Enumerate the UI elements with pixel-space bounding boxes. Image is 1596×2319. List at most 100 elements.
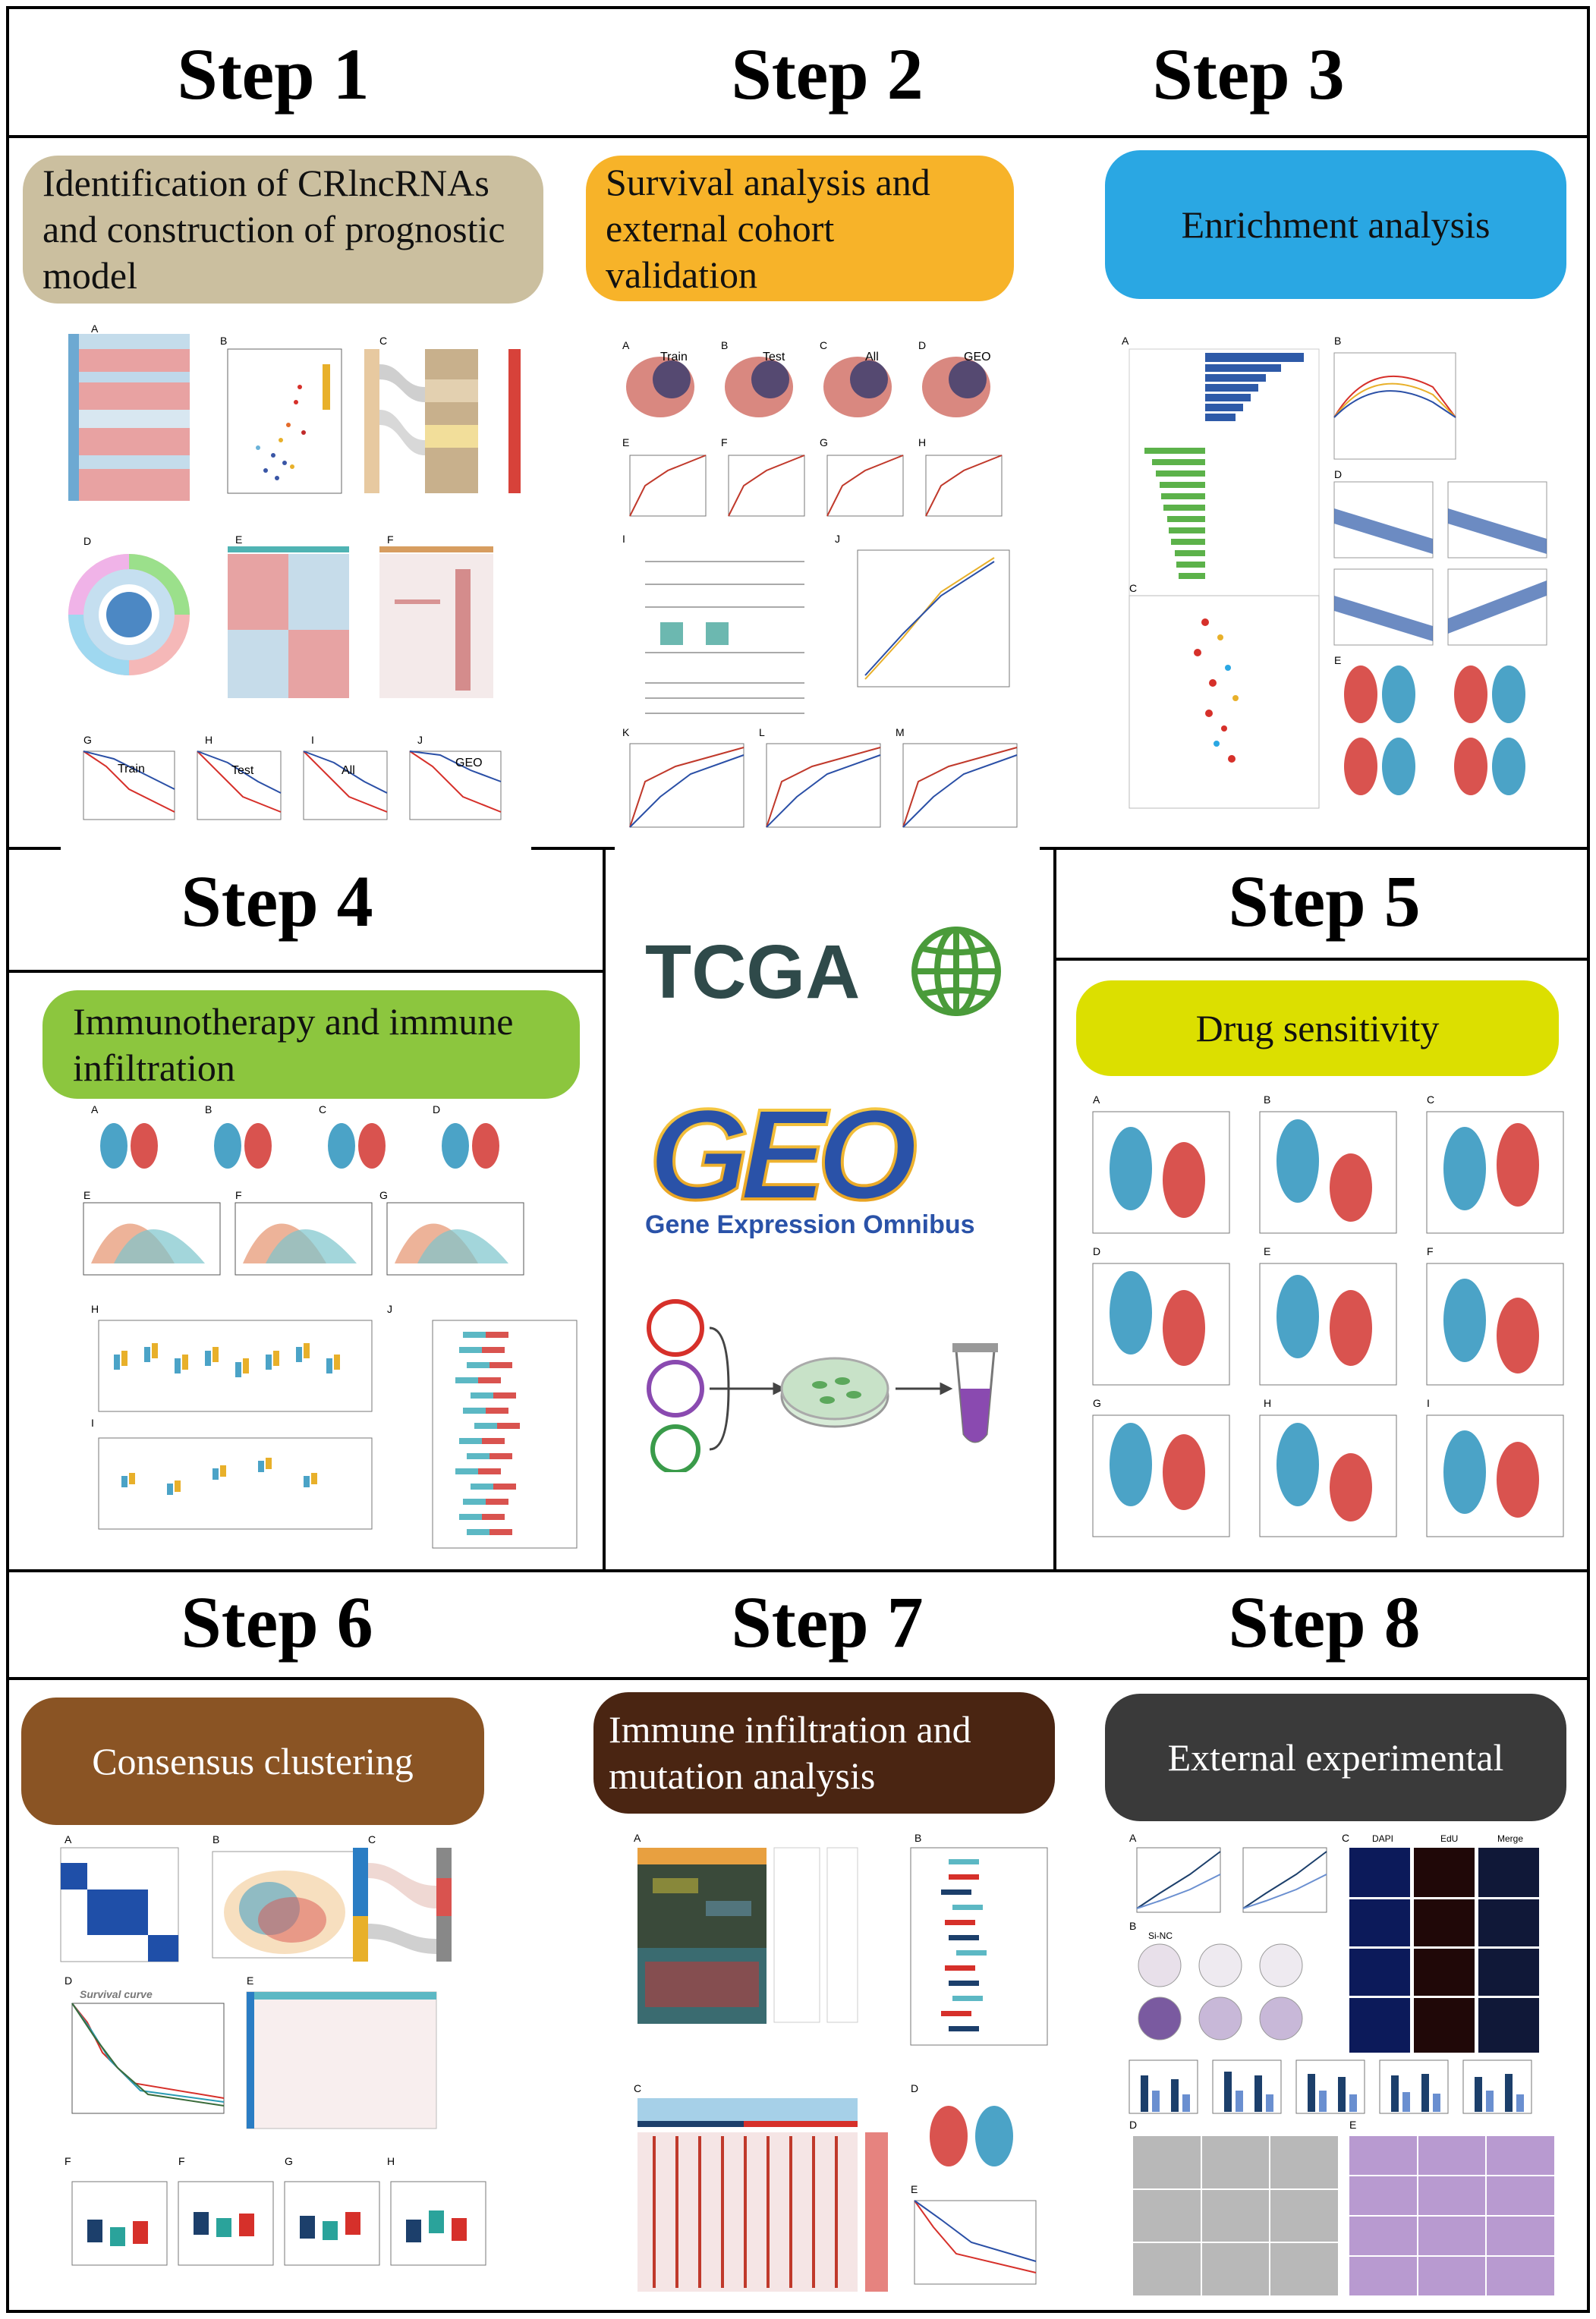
label-c: C [1427,1093,1434,1106]
correlation-plots: D [1333,468,1547,646]
pca-label-geo: GEO [964,351,991,363]
label-c: C [319,1104,326,1115]
label-e: E [1264,1245,1270,1257]
label-i: I [1427,1397,1430,1409]
label-b: B [914,1833,921,1844]
step-1-figure: A B C D E F G [61,319,531,850]
label-g: G [285,2155,293,2167]
step-2-heading: Step 2 [731,33,924,115]
volcano-points [256,385,306,480]
label-g: G [1093,1397,1101,1409]
edu-header-merge: Merge [1497,1833,1523,1844]
pca-scatter: B [212,1833,365,1959]
divider [1055,958,1590,961]
divider [603,847,606,1572]
label-e: E [83,1189,90,1201]
divider [6,135,1590,138]
step-7-title: Immune infiltration and mutation analysi… [593,1692,1055,1814]
label-j: J [835,533,840,545]
geo-logo-text: GEO [649,1083,916,1227]
plasmid-icon [647,1299,704,1474]
label-e: E [247,1974,253,1987]
label-d: D [1093,1245,1100,1257]
divider [1053,847,1056,1572]
geo-logo-subtitle: Gene Expression Omnibus [645,1210,975,1239]
step-3-heading: Step 3 [1152,33,1345,115]
boxplot-b: B [910,1833,1048,2046]
label-f: F [235,1189,242,1201]
label-h: H [91,1303,99,1315]
label-a: A [1122,335,1129,347]
step-6-figure: A B C D Survival curve E F F G [57,1833,543,2303]
colony-header-sinc: Si-NC [1148,1930,1173,1941]
survival-label-train: Train [118,763,145,776]
label-e: E [235,533,242,546]
pca-label-test: Test [763,351,785,363]
calibration-plot: J [835,533,1010,688]
arrow-icon [896,1382,953,1395]
step-6-heading: Step 6 [181,1581,373,1663]
label-i: I [622,533,625,545]
geo-logo: GEO Gene Expression Omnibus [641,1078,1006,1244]
label-c: C [1129,582,1137,594]
label-b: B [220,335,227,347]
step-3-figure: A C B D E [1114,334,1569,820]
label-b: B [721,339,728,351]
heatmap-stripes [68,334,190,501]
label-i: I [91,1417,94,1429]
label-h: H [1264,1397,1271,1409]
step-2-figure: A B C D Train Test All GEO E F G H I J K [615,334,1040,850]
step-8-title: External experimental [1105,1694,1566,1821]
heatmap-f [379,546,493,698]
bar-charts [1129,2059,1532,2114]
gsea-enrichment-lines: B [1333,335,1456,460]
divider [6,1677,1590,1680]
survival-label-all: All [342,764,355,777]
divider [6,1569,1590,1572]
experiment-workflow-illustration [637,1290,1017,1474]
label-d: D [1129,2119,1137,2131]
mutation-oncoplot: C [634,2082,888,2292]
step-8-heading: Step 8 [1228,1581,1421,1663]
drug-violin-plots: A B C D E F G H I [1092,1093,1564,1537]
boxplot-j: J [387,1303,578,1549]
pca-plots: A B C D Train Test All GEO [622,339,991,417]
label-f: F [1427,1245,1434,1257]
label-e: E [1334,654,1341,666]
tcga-logo-text: TCGA [645,930,860,1015]
label-a: A [1129,1833,1137,1844]
label-e: E [911,2183,918,2195]
heatmap-e: E [246,1974,437,2129]
label-a: A [622,339,630,351]
label-f: F [65,2155,71,2167]
step-1-title: Identification of CRlncRNAs and construc… [23,156,543,304]
violin-plots: E [1334,654,1525,795]
boxplot-i: I [91,1417,373,1530]
tmb-violin: D [911,2082,1013,2166]
label-j: J [417,734,423,746]
circos-plot [68,554,190,675]
label-b: B [1334,335,1341,347]
step-8-figure: A B Si-NC C DAPI EdU Merge [1114,1833,1585,2303]
label-h: H [387,2155,395,2167]
label-d: D [433,1104,440,1115]
label-d: D [911,2082,918,2094]
arrow-icon [709,1326,786,1451]
survival-label-geo: GEO [455,757,483,769]
label-j: J [387,1303,392,1315]
pca-label-all: All [865,351,879,363]
step-3-title: Enrichment analysis [1105,150,1566,299]
step-4-figure: A B C D E F G H I [68,1104,592,1559]
label-c: C [634,2082,641,2094]
label-c: C [1342,1833,1349,1844]
edu-header-edu: EdU [1440,1833,1458,1844]
step-4-heading: Step 4 [181,861,373,942]
label-g: G [820,436,828,448]
step-7-heading: Step 7 [731,1581,924,1663]
label-d: D [65,1974,72,1987]
step-6-title: Consensus clustering [21,1698,484,1825]
step-5-heading: Step 5 [1228,861,1421,942]
label-m: M [896,726,905,738]
colony-plates: B Si-NC [1129,1920,1303,2041]
label-c: C [379,335,387,347]
